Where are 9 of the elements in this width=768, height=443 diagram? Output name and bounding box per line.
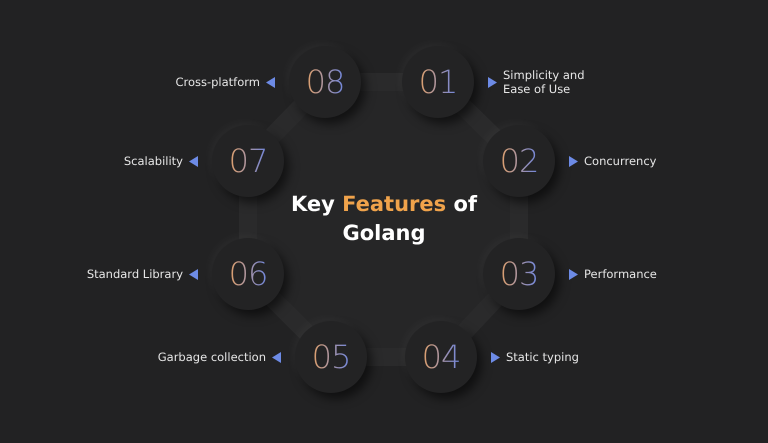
feature-label: Garbage collection [158,350,266,364]
feature-label: Concurrency [584,154,656,168]
feature-label: Simplicity and Ease of Use [503,68,586,96]
feature-label: Performance [584,267,657,281]
feature-label: Standard Library [86,267,183,281]
feature-label: Scalability [124,154,183,168]
feature-label: Cross-platform [175,75,260,89]
title: Key Features of Golang [290,191,478,247]
feature-label: Static typing [506,350,579,364]
